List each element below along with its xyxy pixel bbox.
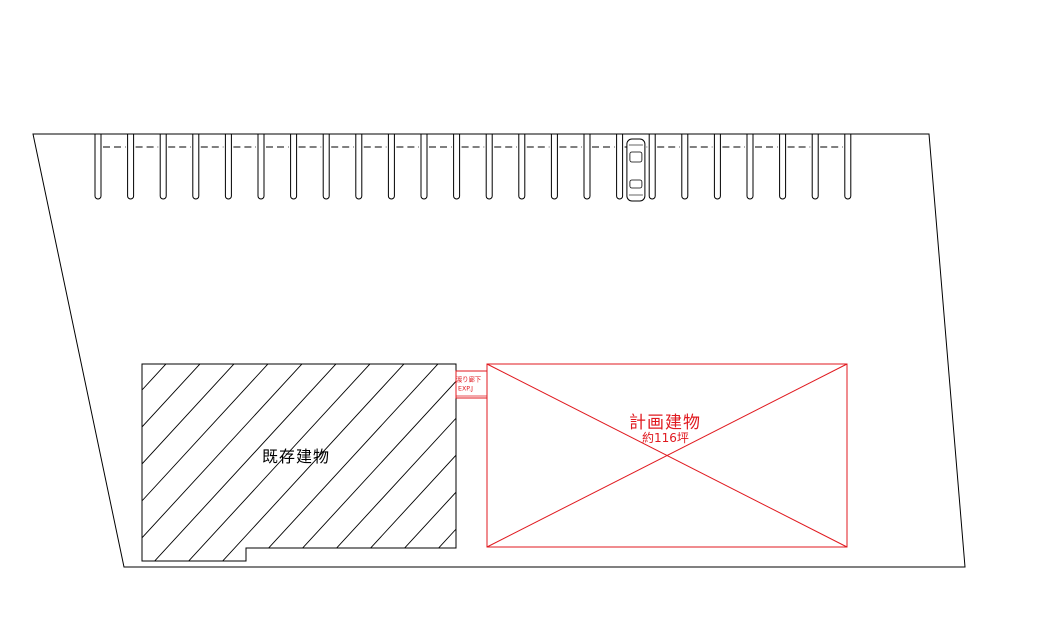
- parking-stall-divider: [844, 134, 852, 200]
- parking-stall-divider: [322, 134, 330, 200]
- hatch-line: [502, 340, 732, 590]
- planned-building-area: 約116坪: [642, 431, 689, 445]
- hatch-line: [399, 364, 456, 561]
- hatch-line: [297, 364, 456, 561]
- parking-stall-divider: [811, 134, 819, 200]
- parking-stall-divider: [648, 134, 656, 200]
- hatch-line: [774, 340, 1004, 590]
- hatch-line: [142, 364, 189, 561]
- hatch-line: [142, 364, 155, 561]
- hatch-line: [808, 340, 1038, 590]
- hatch-line: [142, 364, 257, 561]
- parking-stall-divider: [420, 134, 428, 200]
- parking-stalls: [94, 134, 852, 202]
- parking-stall-divider: [746, 134, 754, 200]
- existing-building[interactable]: [0, 340, 1057, 590]
- hatch-line: [331, 364, 456, 561]
- parking-stall-divider: [485, 134, 493, 200]
- hatch-line: [142, 364, 325, 561]
- parking-stall-divider: [387, 134, 395, 200]
- parking-stall-divider: [583, 134, 591, 200]
- parking-stall-divider: [192, 134, 200, 200]
- connector-label: 渡り廊下: [456, 375, 482, 384]
- planned-building-outline: [486, 363, 848, 548]
- parking-stall-divider: [290, 134, 298, 200]
- parking-stall-divider: [127, 134, 135, 200]
- hatch-line: [604, 340, 834, 590]
- hatch-line: [0, 340, 120, 590]
- parking-stall-divider: [94, 134, 102, 200]
- parking-stall-divider: [779, 134, 787, 200]
- existing-building-outline: [141, 363, 457, 562]
- hatch-line: [638, 340, 868, 590]
- hatch-line: [161, 364, 393, 561]
- hatch-line: [536, 340, 766, 590]
- existing-building-hatch: [0, 340, 1038, 590]
- planned-building-diagonal: [486, 363, 848, 548]
- car-icon: [626, 138, 646, 202]
- hatch-line: [142, 364, 223, 561]
- parking-stall-divider: [550, 134, 558, 200]
- parking-stall-divider: [355, 134, 363, 200]
- parking-stall-divider: [159, 134, 167, 200]
- planned-building[interactable]: [486, 363, 848, 548]
- parking-stall-divider: [224, 134, 232, 200]
- site-boundary: [32, 133, 966, 568]
- planned-building-label: 計画建物: [629, 413, 701, 433]
- parking-stall-divider: [257, 134, 265, 200]
- hatch-line: [195, 364, 427, 561]
- hatch-line: [468, 340, 698, 590]
- parking-stall-divider: [518, 134, 526, 200]
- parking-stall-divider: [453, 134, 461, 200]
- hatch-line: [142, 364, 291, 561]
- existing-building-label: 既存建物: [262, 447, 331, 466]
- hatch-line: [142, 364, 359, 561]
- expansion-joint-label: EXP.J: [458, 385, 473, 393]
- parking-stall-divider: [616, 134, 624, 200]
- parking-stall-divider: [681, 134, 689, 200]
- parking-stall-divider: [713, 134, 721, 200]
- hatch-line: [672, 340, 902, 590]
- hatch-line: [740, 340, 970, 590]
